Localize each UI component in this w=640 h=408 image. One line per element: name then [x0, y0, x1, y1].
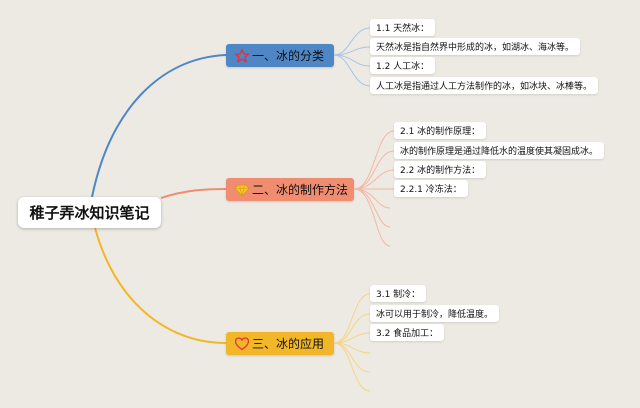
leaf-text: 2.1 冰的制作原理：	[400, 127, 481, 137]
branch-node-label: 一、冰的分类	[252, 49, 325, 63]
diamond-icon	[234, 182, 250, 198]
leaf-text: 1.2 人工冰：	[376, 62, 430, 72]
leaf-text: 3.2 食品加工：	[376, 329, 439, 339]
branch-3-subconnectors	[333, 293, 371, 392]
branch-node-making-methods[interactable]: 二、冰的制作方法	[226, 178, 354, 201]
leaf-node-1-2-detail[interactable]: 人工冰是指通过人工方法制作的冰，如冰块、冰棒等。	[370, 77, 599, 94]
leaf-node-2-2-1-heading[interactable]: 2.2.1 冷冻法：	[394, 180, 468, 197]
leaf-text: 1.1 天然冰：	[376, 24, 430, 34]
leaf-node-1-1-detail[interactable]: 天然冰是指自然界中形成的冰，如湖冰、海冰等。	[370, 38, 581, 55]
leaf-node-1-1-heading[interactable]: 1.1 天然冰：	[370, 19, 436, 36]
leaf-text: 天然冰是指自然界中形成的冰，如湖冰、海冰等。	[376, 43, 575, 53]
connector-root-branch-1	[91, 54, 227, 198]
root-node-label: 稚子弄冰知识笔记	[29, 204, 150, 222]
leaf-text: 3.1 制冷：	[376, 290, 421, 300]
leaf-node-2-1-detail[interactable]: 冰的制作原理是通过降低水的温度使其凝固成冰。	[394, 142, 605, 159]
leaf-node-3-1-detail[interactable]: 冰可以用于制冷，降低温度。	[370, 305, 500, 322]
leaf-text: 冰的制作原理是通过降低水的温度使其凝固成冰。	[400, 147, 599, 157]
leaf-text: 2.2.1 冷冻法：	[400, 185, 462, 195]
branch-node-applications[interactable]: 三、冰的应用	[226, 332, 334, 355]
heart-outline-icon	[234, 336, 250, 352]
star-outline-icon	[234, 48, 250, 64]
connector-root-branch-2	[160, 188, 227, 199]
branch-node-label: 三、冰的应用	[252, 337, 325, 351]
leaf-text: 2.2 冰的制作方法：	[400, 166, 481, 176]
leaf-node-1-2-heading[interactable]: 1.2 人工冰：	[370, 57, 436, 74]
leaf-text: 人工冰是指通过人工方法制作的冰，如冰块、冰棒等。	[376, 82, 593, 92]
leaf-node-2-2-heading[interactable]: 2.2 冰的制作方法：	[394, 161, 487, 178]
branch-1-subconnectors	[333, 27, 371, 87]
leaf-text: 冰可以用于制冷，降低温度。	[376, 310, 494, 320]
leaf-node-3-2-heading[interactable]: 3.2 食品加工：	[370, 324, 445, 341]
leaf-node-2-1-heading[interactable]: 2.1 冰的制作原理：	[394, 122, 487, 139]
branch-2-subconnectors	[353, 130, 395, 247]
connector-root-branch-3	[94, 227, 227, 344]
branch-node-label: 二、冰的制作方法	[252, 183, 349, 197]
leaf-node-3-1-heading[interactable]: 3.1 制冷：	[370, 285, 427, 302]
branch-node-classification[interactable]: 一、冰的分类	[226, 44, 334, 67]
root-node[interactable]: 稚子弄冰知识笔记	[18, 197, 161, 228]
